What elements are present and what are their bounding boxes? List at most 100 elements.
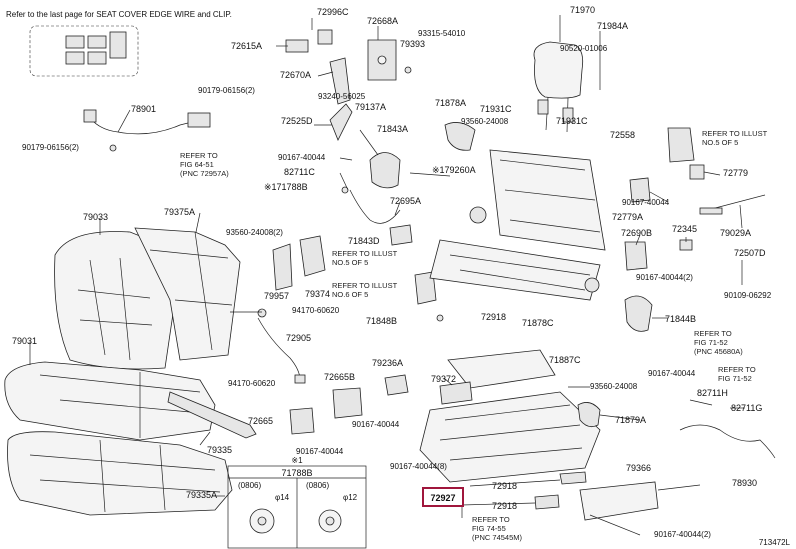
part-label-71984A[interactable]: 71984A (597, 21, 628, 31)
highlight-72927-label[interactable]: 72927 (430, 493, 455, 503)
highlight-72927-box[interactable] (422, 487, 464, 507)
diagram-id: 713472L (759, 538, 791, 547)
part-label-171788B[interactable]: ※171788B (264, 182, 308, 192)
refer-note-r2-line1: NO.5 OF 5 (702, 138, 738, 147)
part-label-82711H[interactable]: 82711H (697, 388, 728, 398)
seat-frame-icon (429, 149, 606, 301)
part-label-71931C-a[interactable]: 71931C (480, 104, 512, 114)
part-label-82711C[interactable]: 82711C (284, 167, 315, 177)
refer-note-r7-line2: (PNC 74545M) (472, 533, 523, 542)
under-tray-icon (419, 391, 601, 483)
cover-71844B-icon (624, 295, 653, 332)
guide-71931C-icon (537, 99, 574, 123)
part-label-79393[interactable]: 79393 (400, 39, 425, 49)
part-label-90167-40044-2b[interactable]: 90167-40044(2) (654, 530, 711, 539)
cable-78901-icon (83, 109, 211, 152)
part-label-72670A[interactable]: 72670A (280, 70, 311, 80)
bracket-72665-icon (289, 407, 315, 435)
part-label-94170-60620-b[interactable]: 94170-60620 (228, 379, 276, 388)
inset-71788B: 71788B ※1 (0806) φ14 (0806) φ12 (227, 456, 367, 549)
part-label-79372[interactable]: 79372 (431, 374, 456, 384)
part-label-71878A[interactable]: 71878A (435, 98, 466, 108)
part-label-93560-24008[interactable]: 93560-24008 (461, 117, 509, 126)
part-label-78930[interactable]: 78930 (732, 478, 757, 488)
part-label-78901[interactable]: 78901 (131, 104, 156, 114)
part-label-72779[interactable]: 72779 (723, 168, 748, 178)
part-label-94170-60620-a[interactable]: 94170-60620 (292, 306, 340, 315)
part-label-90179-06156-2a[interactable]: 90179-06156(2) (198, 86, 255, 95)
part-label-72525D[interactable]: 72525D (281, 116, 313, 126)
part-label-90167-40044-8[interactable]: 90167-40044(8) (390, 462, 447, 471)
part-label-71970[interactable]: 71970 (570, 5, 595, 15)
part-label-79236A[interactable]: 79236A (372, 358, 403, 368)
part-label-79957[interactable]: 79957 (264, 291, 289, 301)
collar-71878A-icon (444, 122, 476, 151)
refer-note-r6-line0: REFER TO (718, 365, 756, 374)
seat-back-pad-icon (134, 227, 241, 361)
part-label-79335[interactable]: 79335 (207, 445, 232, 455)
refer-note-r1-line0: REFER TO (180, 151, 218, 160)
part-label-72918-b[interactable]: 72918 (492, 481, 517, 491)
part-label-72996C[interactable]: 72996C (317, 7, 349, 17)
part-label-72779A[interactable]: 72779A (612, 212, 643, 222)
rod-79029A-icon (699, 194, 766, 215)
part-label-71887C[interactable]: 71887C (549, 355, 581, 365)
part-label-72665B[interactable]: 72665B (324, 372, 355, 382)
part-label-90520-01006[interactable]: 90520-01006 (560, 44, 608, 53)
part-label-71844B[interactable]: 71844B (665, 314, 696, 324)
part-label-79137A[interactable]: 79137A (355, 102, 386, 112)
part-label-90179-06156-2b[interactable]: 90179-06156(2) (22, 143, 79, 152)
part-label-71878C[interactable]: 71878C (522, 318, 554, 328)
refer-note-r3-line0: REFER TO ILLUST (332, 249, 398, 258)
part-label-79335A[interactable]: 79335A (186, 490, 217, 500)
part-label-90167-40044-a[interactable]: 90167-40044 (278, 153, 326, 162)
part-label-71843A[interactable]: 71843A (377, 124, 408, 134)
part-label-82711G[interactable]: 82711G (731, 403, 762, 413)
part-label-79031[interactable]: 79031 (12, 336, 37, 346)
part-label-71848B[interactable]: 71848B (366, 316, 397, 326)
refer-note-r5-line1: FIG 71-52 (694, 338, 728, 347)
cover-71879A-icon (577, 402, 601, 428)
part-label-93315-54010[interactable]: 93315-54010 (418, 29, 466, 38)
part-label-72690B[interactable]: 72690B (621, 228, 652, 238)
refer-note-r1-line2: (PNC 72957A) (180, 169, 229, 178)
refer-note-r5-line0: REFER TO (694, 329, 732, 338)
part-label-72918-c[interactable]: 72918 (492, 501, 517, 511)
part-label-90167-40044-d[interactable]: 90167-40044 (352, 420, 400, 429)
part-label-79029A[interactable]: 79029A (720, 228, 751, 238)
refer-note-r5-line2: (PNC 45680A) (694, 347, 743, 356)
part-label-72558[interactable]: 72558 (610, 130, 635, 140)
part-label-90167-40044-2[interactable]: 90167-40044(2) (636, 273, 693, 282)
part-label-71879A[interactable]: 71879A (615, 415, 646, 425)
part-label-72695A[interactable]: 72695A (390, 196, 421, 206)
part-label-90167-40044-b[interactable]: 90167-40044 (622, 198, 670, 207)
part-label-72905[interactable]: 72905 (286, 333, 311, 343)
part-label-179260A[interactable]: ※179260A (432, 165, 476, 175)
cable-72695A-icon (341, 186, 401, 224)
part-label-79375A[interactable]: 79375A (164, 207, 195, 217)
part-label-72507D[interactable]: 72507D (734, 248, 766, 258)
part-label-71931C-b[interactable]: 71931C (556, 116, 588, 126)
part-label-79374[interactable]: 79374 (305, 289, 330, 299)
part-label-72665[interactable]: 72665 (248, 416, 273, 426)
part-label-93560-24008-b[interactable]: 93560-24008 (590, 382, 638, 391)
part-label-72668A[interactable]: 72668A (367, 16, 398, 26)
part-label-79366[interactable]: 79366 (626, 463, 651, 473)
bracket-79374-icon (299, 235, 326, 277)
part-label-90109-06292[interactable]: 90109-06292 (724, 291, 772, 300)
part-label-93560-24008-2[interactable]: 93560-24008(2) (226, 228, 283, 237)
part-label-72615A[interactable]: 72615A (231, 41, 262, 51)
part-label-93240-56025[interactable]: 93240-56025 (318, 92, 366, 101)
cable-82711-icon (679, 399, 776, 459)
refer-note-r4-line0: REFER TO ILLUST (332, 281, 398, 290)
part-label-90167-40044-e[interactable]: 90167-40044 (296, 447, 344, 456)
seat-cushion-cover-icon (4, 361, 216, 441)
part-label-71843D[interactable]: 71843D (348, 236, 380, 246)
part-label-72345[interactable]: 72345 (672, 224, 697, 234)
floor-panel-71887C-icon (447, 349, 556, 389)
part-label-72918-a[interactable]: 72918 (481, 312, 506, 322)
part-label-90167-40044-c[interactable]: 90167-40044 (648, 369, 696, 378)
part-label-79033[interactable]: 79033 (83, 212, 108, 222)
refer-note-r4-line1: NO.6 OF 5 (332, 290, 368, 299)
